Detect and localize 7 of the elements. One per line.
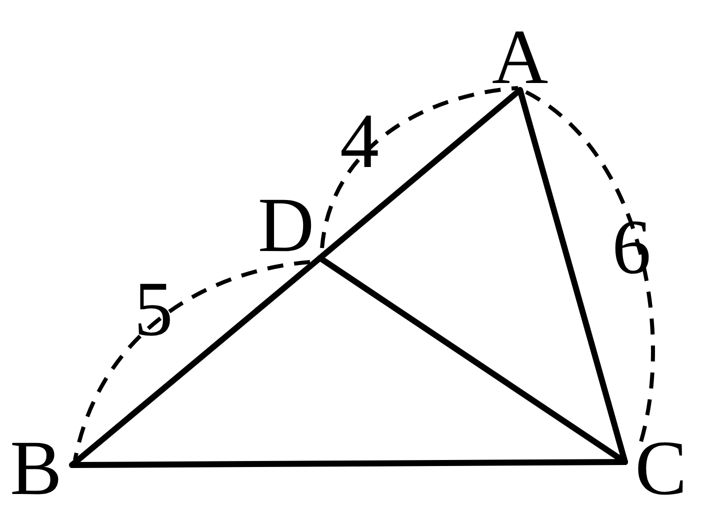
vertex-label: A: [492, 13, 548, 100]
vertex-label: D: [258, 181, 314, 268]
vertex-label: C: [634, 424, 688, 511]
length-label: 5: [134, 270, 173, 348]
length-label: 4: [340, 102, 379, 180]
line-segment: [69, 459, 628, 468]
vertex-label: B: [10, 424, 62, 511]
